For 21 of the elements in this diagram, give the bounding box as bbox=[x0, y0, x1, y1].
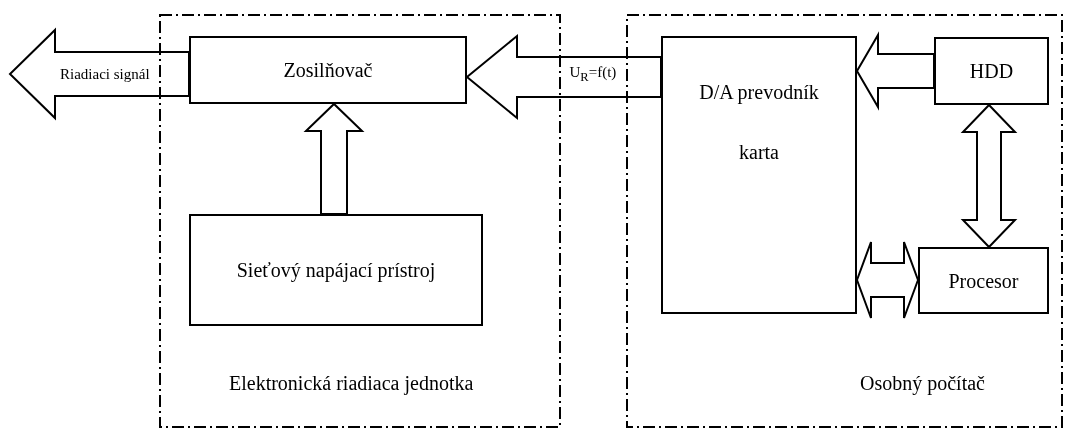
block-arrow bbox=[855, 31, 935, 111]
block-box bbox=[189, 36, 467, 104]
block-box bbox=[934, 37, 1049, 105]
block-arrow bbox=[8, 27, 190, 121]
dash-dot-frame bbox=[626, 14, 1063, 428]
block-arrow bbox=[465, 33, 662, 121]
block-box bbox=[189, 214, 483, 326]
block-label: Sieťový napájací prístroj bbox=[236, 258, 436, 282]
block-label: D/A prevodník bbox=[699, 80, 819, 104]
block-label: Zosilňovač bbox=[283, 58, 373, 82]
dash-dot-frame bbox=[159, 14, 561, 428]
block-box bbox=[661, 36, 857, 314]
group-label: Elektronická riadiaca jednotka bbox=[229, 372, 474, 395]
block-arrow bbox=[303, 102, 365, 215]
block-label: Procesor bbox=[948, 268, 1019, 293]
group-label: Osobný počítač bbox=[860, 372, 985, 395]
block-box bbox=[918, 247, 1049, 314]
block-label: karta bbox=[739, 140, 779, 164]
block-arrow bbox=[855, 241, 920, 319]
block-label: HDD bbox=[969, 59, 1014, 83]
block-arrow bbox=[960, 103, 1018, 249]
